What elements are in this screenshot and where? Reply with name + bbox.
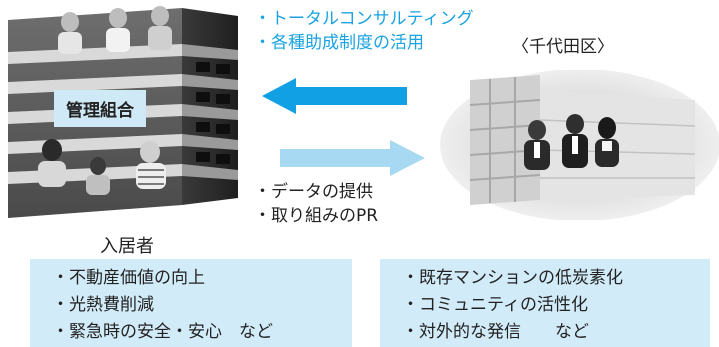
arrow-to-district (280, 140, 425, 176)
consulting-item: ・トータルコンサルティング (254, 9, 474, 29)
district-label: 〈千代田区〉 (512, 37, 614, 57)
residents-figures (38, 139, 166, 195)
apartment-building-illustration (8, 6, 238, 218)
district-benefits-box: ・既存マンションの低炭素化 ・コミュニティの活性化 ・対外的な発信 など (380, 259, 710, 347)
management-union-label: 管理組合 (54, 90, 146, 127)
contribution-item: ・取り組みのPR (254, 206, 379, 226)
resident-contribution-list: ・データの提供 ・取り組みのPR (254, 180, 378, 228)
arrow-to-union (262, 78, 407, 114)
union-members-figures (58, 6, 172, 54)
benefit-item: ・コミュニティの活性化 (402, 295, 588, 315)
district-staff-figures (524, 114, 619, 170)
benefit-item: ・不動産価値の向上 (52, 268, 205, 288)
benefit-item: ・対外的な発信 など (402, 322, 589, 342)
benefit-item: ・既存マンションの低炭素化 (402, 268, 623, 288)
consulting-item: ・各種助成制度の活用 (254, 33, 424, 53)
benefit-item: ・光熱費削減 (52, 295, 154, 315)
contribution-item: ・データの提供 (254, 182, 373, 202)
resident-benefits-box: ・不動産価値の向上 ・光熱費削減 ・緊急時の安全・安心 など (30, 259, 352, 347)
benefit-item: ・緊急時の安全・安心 など (52, 322, 273, 342)
district-office-illustration (440, 70, 719, 220)
residents-label: 入居者 (100, 236, 154, 257)
consulting-list: ・トータルコンサルティング ・各種助成制度の活用 (254, 7, 474, 55)
